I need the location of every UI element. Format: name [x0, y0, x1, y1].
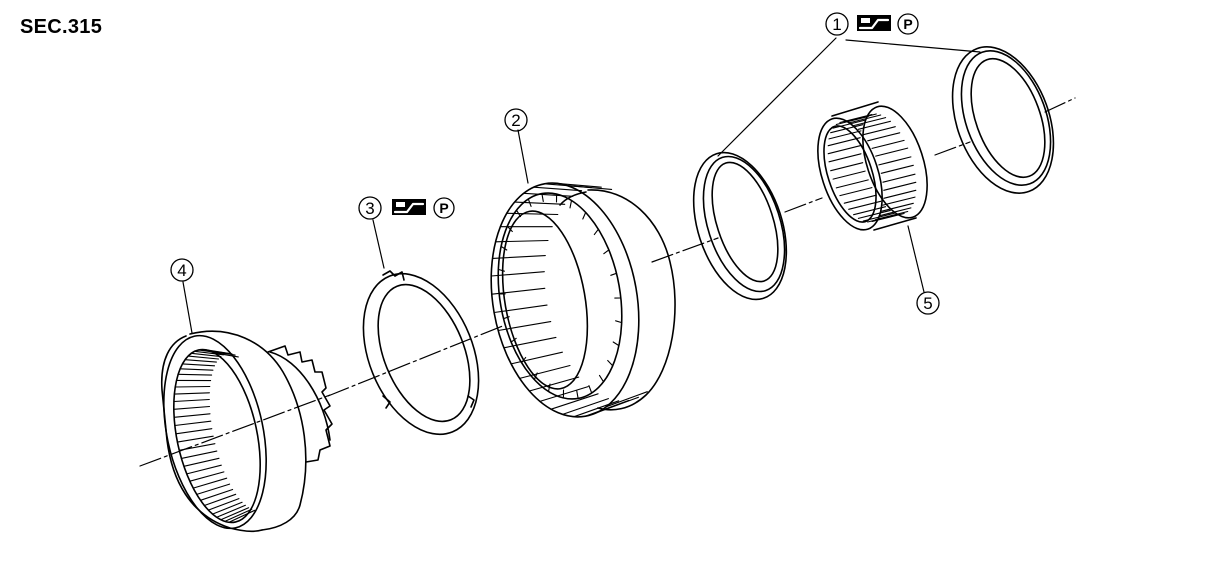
callout-3-number: 3 [365, 199, 374, 218]
part-4-drum [160, 330, 333, 533]
part-1-seal-ring-front [692, 151, 788, 301]
callout-5-number: 5 [923, 294, 932, 313]
leader-lines [182, 37, 981, 334]
symbols-callout-3 [392, 197, 455, 219]
seal-lip-icon [392, 199, 426, 215]
section-code: SEC.315 [20, 16, 103, 38]
callout-1-p-letter: P [903, 16, 912, 32]
part-3-thrust-washer [362, 270, 480, 436]
callout-1-number: 1 [832, 15, 841, 34]
callout-4-number: 4 [177, 261, 186, 280]
callout-3-p-letter: P [439, 200, 448, 216]
seal-lip-icon [857, 15, 891, 31]
part-5-needle-bearing [817, 101, 928, 231]
part-2-splined-gear [490, 182, 676, 418]
symbols-callout-1 [857, 13, 919, 35]
part-1-seal-ring-rear [951, 46, 1055, 194]
petroleum-jelly-icon [433, 197, 455, 219]
callout-2-number: 2 [511, 111, 520, 130]
petroleum-jelly-icon [897, 13, 919, 35]
callout-circles [170, 12, 940, 315]
center-axis-line [139, 97, 1076, 467]
